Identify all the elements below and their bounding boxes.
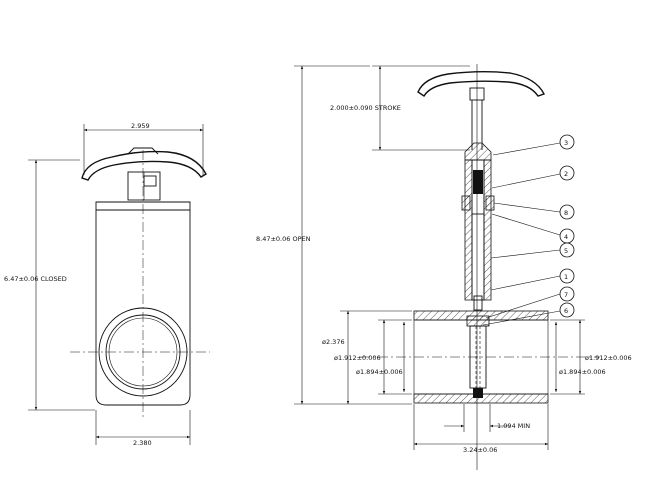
callout-3-label: 3 bbox=[564, 139, 568, 147]
callout-6 bbox=[559, 302, 575, 318]
callout-4-label: 4 bbox=[564, 233, 568, 241]
callout-7-label: 7 bbox=[564, 291, 568, 299]
callout-1-label: 1 bbox=[564, 273, 568, 281]
callout-2 bbox=[559, 165, 575, 181]
dim-width-bottom: 2.380 bbox=[133, 439, 152, 447]
dim-right-outer: ø1.912±0.006 bbox=[585, 354, 632, 362]
valve-body-left bbox=[70, 150, 210, 420]
right-dimensions: 2.000±0.090 STROKE 8.47±0.06 OPEN ø2.376… bbox=[256, 65, 632, 454]
stem bbox=[464, 100, 492, 161]
bonnet bbox=[461, 159, 495, 311]
callout-7 bbox=[559, 286, 575, 302]
pipe-body bbox=[360, 310, 600, 404]
callout-8-label: 8 bbox=[564, 209, 568, 217]
dim-overall-length: 3.24±0.06 bbox=[463, 446, 497, 454]
left-dimensions: 2.959 6.47±0.06 CLOSED 2.380 bbox=[4, 122, 204, 447]
dim-stroke: 2.000±0.090 STROKE bbox=[330, 104, 401, 112]
dim-left-outer: ø1.912±0.006 bbox=[334, 354, 381, 362]
callout-5 bbox=[559, 242, 575, 258]
handwheel-right bbox=[417, 64, 545, 470]
dim-port-diameter: ø2.376 bbox=[322, 338, 345, 346]
dim-left-inner: ø1.894±0.006 bbox=[356, 368, 403, 376]
dim-width-top: 2.959 bbox=[131, 122, 150, 130]
dim-min: 1.094 MIN bbox=[497, 422, 530, 430]
dim-height-closed: 6.47±0.06 CLOSED bbox=[4, 275, 67, 283]
dim-height-open: 8.47±0.06 OPEN bbox=[256, 235, 311, 243]
callouts: 3 2 8 4 5 1 7 6 bbox=[482, 134, 575, 326]
callout-2-label: 2 bbox=[564, 170, 568, 178]
callout-3 bbox=[559, 134, 575, 150]
callout-8 bbox=[559, 204, 575, 220]
dim-right-inner: ø1.894±0.006 bbox=[559, 368, 606, 376]
callout-6-label: 6 bbox=[564, 307, 568, 315]
callout-5-label: 5 bbox=[564, 247, 568, 255]
handwheel-left bbox=[81, 147, 207, 201]
callout-1 bbox=[559, 268, 575, 284]
right-view: 3 2 8 4 5 1 7 6 bbox=[256, 64, 632, 470]
left-view: 2.959 6.47±0.06 CLOSED 2.380 bbox=[4, 122, 210, 447]
